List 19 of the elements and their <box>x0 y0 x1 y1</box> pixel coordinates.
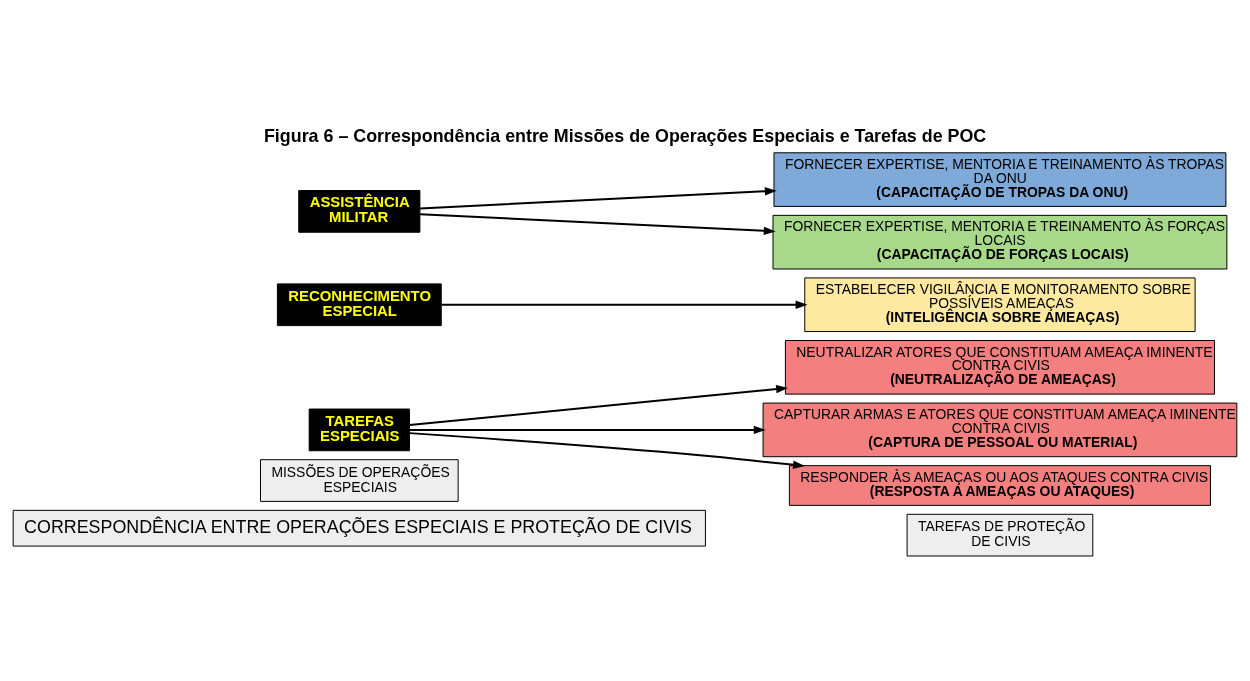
node-box: MISSÕES DE OPERAÇÕES ESPECIAIS <box>260 459 459 502</box>
node-box: ESTABELECER VIGILÂNCIA E MONITORAMENTO SOBRE POSSÍVEIS AMEAÇAS (INTELIGÊNCIA SOBRE AMEAÇAS) <box>804 277 1196 333</box>
node-box: ASSISTÊNCIA MILITAR <box>298 190 421 233</box>
node-box: TAREFAS DE PROTEÇÃO DE CIVIS <box>906 513 1094 557</box>
arrow <box>408 385 789 427</box>
arrow <box>408 432 805 469</box>
node-box: FORNECER EXPERTISE, MENTORIA E TREINAMENTO ÀS FORÇAS LOCAIS (CAPACITAÇÃO DE FORÇAS LOCAIS) <box>772 214 1228 270</box>
node-box: CAPTURAR ARMAS E ATORES QUE CONSTITUAM AMEAÇA IMINENTE CONTRA CIVIS (CAPTURA DE PESSOAL OU MATERIAL) <box>762 402 1238 458</box>
node-box: TAREFAS ESPECIAIS <box>308 408 410 452</box>
node-box: RECONHECIMENTO ESPECIAL <box>276 283 442 327</box>
arrow <box>408 425 766 435</box>
arrow <box>440 300 808 309</box>
diagram-title: Figura 6 – Correspondência entre Missões de Operações Especiais e Tarefas de POC <box>263 126 987 147</box>
node-box: RESPONDER ÀS AMEAÇAS OU AOS ATAQUES CONTRA CIVIS (RESPOSTA A AMEAÇAS OU ATAQUES) <box>788 465 1211 506</box>
arrow <box>419 213 776 235</box>
node-box: CORRESPONDÊNCIA ENTRE OPERAÇÕES ESPECIAIS E PROTEÇÃO DE CIVIS <box>12 509 706 547</box>
arrow <box>419 187 777 210</box>
node-box: NEUTRALIZAR ATORES QUE CONSTITUAM AMEAÇA IMINENTE CONTRA CIVIS (NEUTRALIZAÇÃO DE AMEAÇAS) <box>784 340 1215 395</box>
node-box: FORNECER EXPERTISE, MENTORIA E TREINAMENTO ÀS TROPAS DA ONU (CAPACITAÇÃO DE TROPAS DA ONU) <box>773 152 1227 207</box>
